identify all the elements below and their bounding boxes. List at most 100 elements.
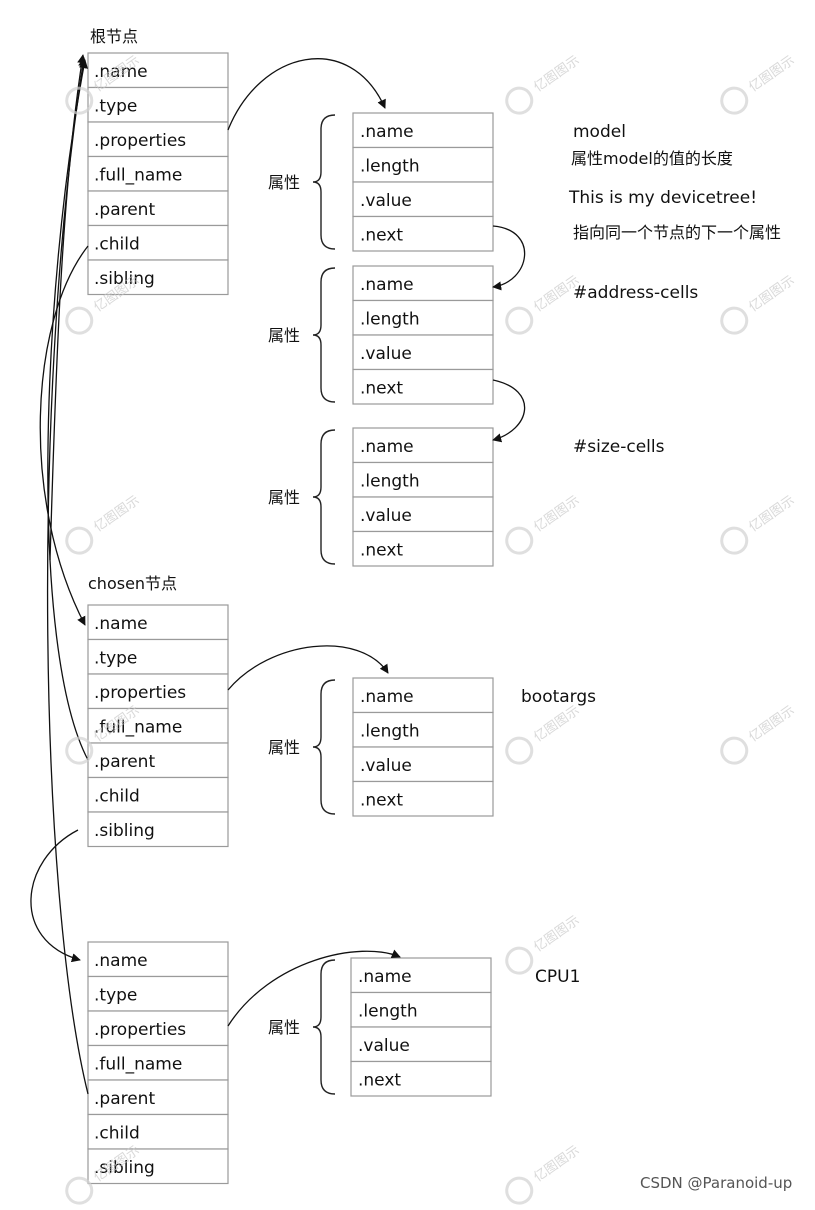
node-field-box: [87, 1079, 229, 1116]
annotation-size-cells: #size-cells: [573, 437, 665, 457]
node-field-label: .full_name: [94, 166, 182, 186]
prop-field-box: [352, 215, 494, 252]
node-field-label: .type: [94, 986, 137, 1006]
prop-field-box: [350, 1060, 492, 1097]
node-field-label: .name: [94, 951, 148, 971]
properties-arrow: [227, 645, 389, 691]
brace-label: 属性: [268, 326, 300, 345]
prop-field-label: .next: [360, 379, 403, 399]
node-field-label: .properties: [94, 131, 186, 151]
prop-field-label: .value: [360, 756, 412, 776]
annotation-model: model: [573, 122, 626, 142]
parent-arrow: [49, 54, 87, 561]
sibling-arrow: [30, 829, 81, 963]
annotation-model-value: This is my devicetree!: [568, 188, 757, 208]
prop-field-box: [352, 265, 494, 302]
node-field-label: .parent: [94, 200, 155, 220]
next-arrow: [492, 379, 526, 443]
prop-field-box: [352, 368, 494, 405]
prop-field-label: .length: [360, 472, 420, 492]
brace-label: 属性: [268, 1018, 300, 1037]
node-field-box: [87, 707, 229, 744]
node-field-label: .properties: [94, 683, 186, 703]
node-field-label: .sibling: [94, 269, 155, 289]
node-field-box: [87, 673, 229, 710]
node-field-box: [87, 975, 229, 1012]
prop-field-label: .length: [360, 310, 420, 330]
prop-field-label: .next: [360, 541, 403, 561]
brace-label: 属性: [268, 738, 300, 757]
node-field-box: [87, 638, 229, 675]
node-field-box: [87, 811, 229, 848]
node-field-box: [87, 1113, 229, 1150]
parent-arrow: [46, 57, 89, 1095]
prop-field-box: [352, 677, 494, 714]
prop-field-box: [352, 780, 494, 817]
prop-field-box: [352, 496, 494, 533]
prop-field-box: [350, 991, 492, 1028]
node-field-label: .name: [94, 614, 148, 634]
node-field-box: [87, 941, 229, 978]
node-field-box: [87, 1148, 229, 1185]
node-field-label: .parent: [94, 1089, 155, 1109]
brace-label: 属性: [268, 173, 300, 192]
prop-field-label: .length: [360, 722, 420, 742]
brace: [312, 679, 336, 815]
prop-field-label: .name: [360, 275, 414, 295]
node-field-label: .child: [94, 787, 140, 807]
brace: [312, 267, 336, 403]
brace: [312, 114, 336, 250]
prop-field-label: .next: [360, 791, 403, 811]
prop-field-label: .name: [360, 687, 414, 707]
prop-field-label: .length: [360, 157, 420, 177]
prop-field-box: [352, 146, 494, 183]
prop-field-box: [352, 112, 494, 149]
node-field-label: .sibling: [94, 1158, 155, 1178]
node-field-box: [87, 1044, 229, 1081]
prop-field-label: .value: [360, 506, 412, 526]
node-field-label: .parent: [94, 752, 155, 772]
properties-arrow: [227, 58, 386, 131]
node-field-box: [87, 121, 229, 158]
properties-arrow: [227, 949, 401, 1027]
prop-field-label: .name: [360, 122, 414, 142]
annotation-address-cells: #address-cells: [573, 283, 698, 303]
node-field-label: .sibling: [94, 821, 155, 841]
node-field-label: .type: [94, 649, 137, 669]
next-arrow: [492, 225, 526, 291]
node-field-label: .child: [94, 1124, 140, 1144]
footer-credit: CSDN @Paranoid-up: [640, 1174, 792, 1192]
prop-field-box: [352, 427, 494, 464]
node-field-label: .type: [94, 97, 137, 117]
node-field-label: .child: [94, 235, 140, 255]
brace-label: 属性: [268, 488, 300, 507]
node-field-label: .full_name: [94, 718, 182, 738]
node-field-box: [87, 259, 229, 296]
prop-field-box: [352, 530, 494, 567]
prop-field-box: [350, 1026, 492, 1063]
node-field-box: [87, 604, 229, 641]
prop-field-box: [352, 181, 494, 218]
prop-field-label: .next: [360, 226, 403, 246]
annotation-cpu1: CPU1: [535, 967, 580, 987]
brace: [312, 959, 336, 1095]
prop-field-label: .value: [360, 344, 412, 364]
prop-field-label: .name: [358, 967, 412, 987]
prop-field-label: .value: [358, 1036, 410, 1056]
node-field-box: [87, 742, 229, 779]
parent-arrow: [47, 59, 89, 761]
annotation-bootargs: bootargs: [521, 687, 596, 707]
node-field-label: .properties: [94, 1020, 186, 1040]
prop-field-label: .name: [360, 437, 414, 457]
annotation-next: 指向同一个节点的下一个属性: [573, 223, 781, 242]
node-field-box: [87, 224, 229, 261]
prop-field-label: .next: [358, 1071, 401, 1091]
child-arrow: [39, 245, 89, 626]
annotation-model-length: 属性model的值的长度: [571, 149, 733, 168]
prop-field-box: [352, 334, 494, 371]
node-field-box: [87, 776, 229, 813]
brace: [312, 429, 336, 565]
prop-field-label: .length: [358, 1002, 418, 1022]
node-field-box: [87, 1010, 229, 1047]
